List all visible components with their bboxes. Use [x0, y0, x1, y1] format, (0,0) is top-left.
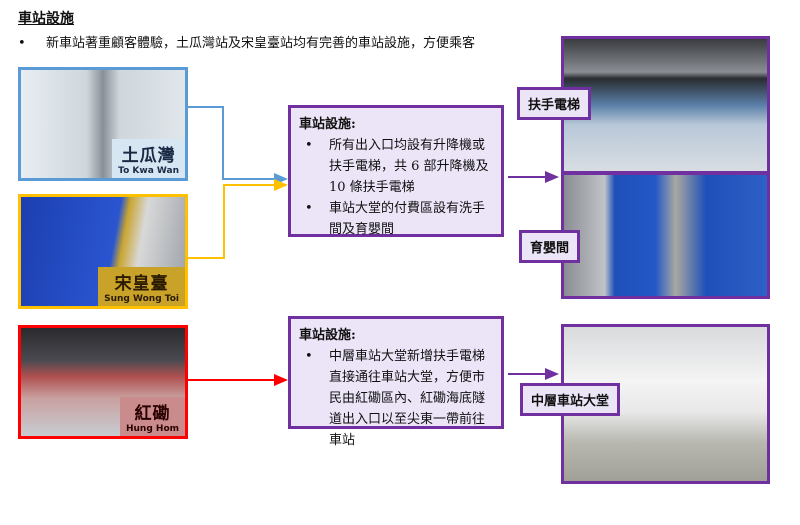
sign-zh: 紅磡	[134, 404, 171, 424]
label-concourse: 中層車站大堂	[520, 383, 621, 416]
photo-sung-wong-toi: 宋皇臺 Sung Wong Toi	[18, 194, 188, 309]
section-title: 車站設施	[18, 11, 74, 27]
box-item: 所有出入口均設有升降機或扶手電梯，共 6 部升降機及 10 條扶手電梯	[305, 135, 493, 198]
box-title: 車站設施:	[299, 328, 356, 343]
yellow-connector	[188, 179, 288, 259]
sign-en: Hung Hom	[125, 424, 179, 434]
photo-to-kwa-wan: 土瓜灣 To Kwa Wan	[18, 67, 188, 181]
photo-baby-care-room	[561, 172, 770, 299]
box-item: 中層車站大堂新增扶手電梯直接通往車站大堂，方便市民由紅磡區內、紅磡海底隧道出入口…	[305, 346, 493, 451]
blue-connector	[188, 106, 288, 185]
sign-en: To Kwa Wan	[118, 166, 179, 176]
sign-zh: 土瓜灣	[121, 146, 176, 166]
facilities-box-1: 車站設施: 所有出入口均設有升降機或扶手電梯，共 6 部升降機及 10 條扶手電…	[288, 105, 504, 237]
photo-escalator	[561, 36, 770, 174]
photo-hung-hom: 紅磡 Hung Hom	[18, 325, 188, 439]
sign-zh: 宋皇臺	[114, 274, 169, 294]
sign-en: Sung Wong Toi	[104, 294, 179, 304]
label-escalator: 扶手電梯	[517, 87, 592, 120]
label-baby-care-room: 育嬰間	[519, 230, 581, 263]
box-title: 車站設施:	[299, 117, 356, 132]
intro-text: 新車站著重顧客體驗，土瓜灣站及宋皇臺站均有完善的車站設施，方便乘客	[46, 36, 476, 51]
intro-bullet: •新車站著重顧客體驗，土瓜灣站及宋皇臺站均有完善的車站設施，方便乘客	[18, 36, 476, 51]
box-item: 車站大堂的付費區設有洗手間及育嬰間	[305, 198, 493, 240]
station-sign: 宋皇臺 Sung Wong Toi	[98, 267, 185, 306]
facilities-box-2: 車站設施: 中層車站大堂新增扶手電梯直接通往車站大堂，方便市民由紅磡區內、紅磡海…	[288, 316, 504, 448]
station-sign: 紅磡 Hung Hom	[119, 397, 185, 436]
station-sign: 土瓜灣 To Kwa Wan	[112, 139, 185, 178]
